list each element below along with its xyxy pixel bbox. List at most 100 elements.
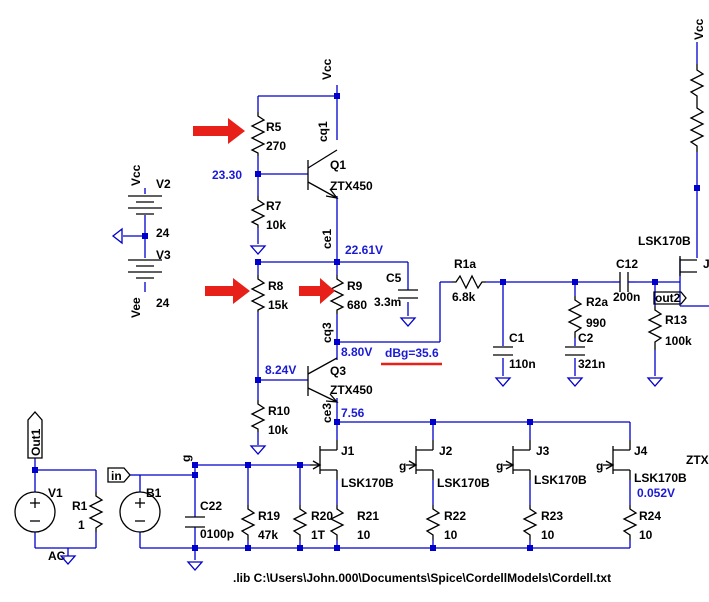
ac-net-label: AC: [48, 549, 66, 563]
in-net-label: in: [111, 469, 122, 483]
ground-icon: [187, 561, 203, 571]
r9-name: R9: [347, 279, 363, 293]
j3-jfet-icon: [503, 440, 531, 480]
red-arrow-icon: [299, 278, 335, 304]
junction-dots-bottom: [32, 462, 533, 551]
c12-value: 200n: [613, 290, 640, 304]
r8-name: R8: [268, 279, 284, 293]
g-net-label-j4: g: [596, 459, 603, 473]
q1-npn-transistor-icon: [307, 149, 339, 199]
v3-value: 24: [156, 296, 170, 310]
v3-name: V3: [156, 248, 171, 262]
c22-name: C22: [200, 499, 222, 513]
r21-resistor: [329, 505, 345, 540]
ce1-net-label: ce1: [320, 229, 334, 249]
voltage-0-052: 0.052V: [637, 486, 675, 500]
ztx-partial-label: ZTX: [686, 453, 709, 467]
j4-model: LSK170B: [634, 471, 687, 485]
r13-resistor: [647, 306, 663, 350]
v3-battery-icon: [128, 259, 162, 279]
c22-capacitor-icon: [185, 516, 205, 528]
ground-icon: [400, 317, 416, 327]
j2-model: LSK170B: [437, 476, 490, 490]
c5-value: 3.3m: [374, 295, 401, 309]
r1a-value: 6.8k: [452, 290, 476, 304]
r19-name: R19: [258, 509, 280, 523]
vee-label-v3: Vee: [129, 297, 143, 318]
r20-name: R20: [311, 509, 333, 523]
r5-resistor: [250, 112, 266, 156]
c12-capacitor-icon: [619, 272, 629, 292]
j4-jfet-icon: [603, 440, 631, 480]
g-net-label-j2: g: [399, 459, 406, 473]
ground-icon: [250, 245, 266, 255]
right-resistor-upper: [689, 64, 705, 152]
q3-name: Q3: [330, 364, 346, 378]
c1-value: 110n: [509, 357, 536, 371]
ground-icon: [647, 377, 663, 387]
v1-source-icon: [14, 491, 56, 533]
out1-net-label: Out1: [29, 428, 43, 456]
vcc-label-right: Vcc: [692, 18, 706, 40]
ground-icon: [250, 445, 266, 455]
dbg-annotation: dBg=35.6: [385, 346, 439, 360]
voltage-8-80: 8.80V: [341, 345, 372, 359]
q3-model: ZTX450: [330, 383, 373, 397]
r10-name: R10: [268, 404, 290, 418]
ce3-net-label: ce3: [320, 403, 334, 423]
r13-name: R13: [665, 313, 687, 327]
vcc-label-top: Vcc: [320, 58, 334, 80]
v2-battery-icon: [128, 195, 162, 215]
voltage-23-30: 23.30: [212, 168, 242, 182]
r19-value: 47k: [258, 528, 278, 542]
b1-name: B1: [146, 486, 162, 500]
r2a-value: 990: [586, 316, 606, 330]
c5-name: C5: [386, 271, 402, 285]
v2-value: 24: [156, 226, 170, 240]
r7-name: R7: [266, 199, 282, 213]
r1-value: 1: [78, 518, 85, 532]
jfet-right-icon: [679, 256, 697, 276]
j1-jfet-icon: [310, 440, 338, 480]
c1-capacitor-icon: [493, 346, 513, 356]
r9-value: 680: [347, 298, 367, 312]
j4-name: J4: [634, 444, 648, 458]
red-arrow-icon: [193, 118, 245, 144]
voltage-7-56: 7.56: [341, 406, 365, 420]
b1-source-icon: [119, 491, 161, 533]
r7-resistor: [250, 196, 266, 228]
ground-icon: [495, 377, 511, 387]
j2-jfet-icon: [406, 440, 434, 480]
out1-port: [27, 411, 43, 459]
out2-port: [653, 291, 687, 305]
junction-dots-top: [255, 93, 533, 425]
q3-npn-transistor-icon: [307, 357, 339, 403]
g-net-label-j3: g: [496, 459, 503, 473]
r24-name: R24: [639, 509, 661, 523]
r20-value: 1T: [311, 528, 326, 542]
supply-v2-v3: Vcc V2 24 V3 Vee 24: [111, 164, 171, 318]
vcc-label-v2: Vcc: [129, 164, 143, 186]
g-net-label: g: [179, 455, 193, 462]
junction-dots-riaa: [500, 185, 700, 285]
ground-icon: [111, 227, 123, 245]
c2-capacitor-icon: [565, 346, 585, 356]
r24-resistor: [622, 505, 638, 540]
r21-value: 10: [357, 528, 371, 542]
v1-name: V1: [48, 486, 63, 500]
j3-model: LSK170B: [534, 473, 587, 487]
c1-name: C1: [509, 331, 525, 345]
r23-value: 10: [541, 528, 555, 542]
r2a-resistor: [567, 296, 583, 338]
jright-model: LSK170B: [638, 234, 691, 248]
r19-resistor: [240, 505, 256, 540]
cq3-net-label: cq3: [320, 322, 334, 343]
jright-name-partial: J: [703, 257, 709, 271]
c2-value: 321n: [578, 357, 605, 371]
r10-value: 10k: [268, 423, 288, 437]
v2-name: V2: [156, 177, 171, 191]
c12-name: C12: [616, 257, 638, 271]
j2-name: J2: [439, 444, 453, 458]
r8-resistor: [250, 275, 266, 312]
